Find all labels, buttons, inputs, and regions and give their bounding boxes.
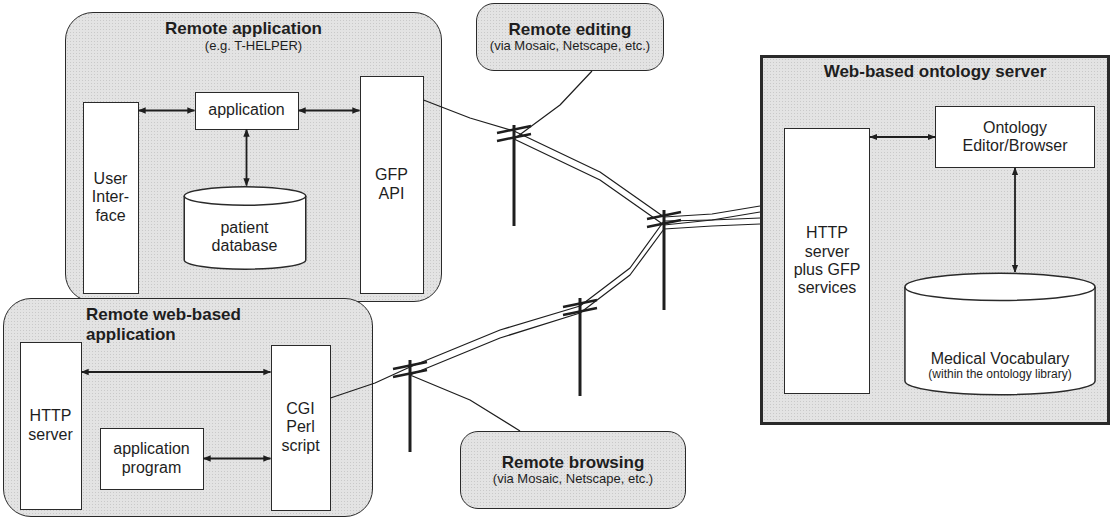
data-arrow — [82, 371, 271, 373]
group-heading: Remote editing — [509, 20, 632, 40]
telephone-pole — [393, 360, 427, 452]
group-heading: Web-based ontology server — [824, 62, 1047, 82]
group-heading: Remote application — [165, 19, 322, 39]
server-group: Web-based ontology serverHTTP server plu… — [760, 55, 1110, 425]
data-arrow — [139, 110, 195, 112]
box-label: HTTP server plus GFP services — [789, 224, 865, 298]
network-wire — [514, 71, 760, 225]
interface-box: User Inter- face — [83, 102, 139, 294]
box-label: CGI Perl script — [276, 400, 326, 455]
box-label: Ontology Editor/Browser — [940, 119, 1090, 156]
subtitle: (e.g. T-HELPER) — [205, 39, 302, 54]
data-arrow — [246, 130, 248, 186]
box-label: Medical Vocabulary — [931, 350, 1070, 368]
api-box: GFP API — [360, 76, 424, 294]
box-label: GFP API — [365, 166, 419, 203]
process-box: application — [195, 92, 299, 130]
box-label: application — [208, 101, 285, 119]
data-arrow — [870, 136, 935, 138]
box-label: application program — [105, 440, 199, 477]
box-label: patient database — [189, 219, 301, 256]
client-cloud: Remote editing(via Mosaic, Netscape, etc… — [476, 3, 664, 71]
data-arrow — [1014, 168, 1016, 272]
subtitle: (via Mosaic, Netscape, etc.) — [493, 472, 653, 487]
telephone-poles — [393, 125, 681, 452]
telephone-pole — [497, 125, 531, 226]
network-wire — [410, 224, 760, 431]
database-cylinder: Medical Vocabulary(within the ontology l… — [903, 272, 1097, 396]
box-label: HTTP server — [25, 407, 77, 444]
subtitle: (within the ontology library) — [928, 368, 1071, 382]
telephone-pole — [647, 210, 681, 310]
box-label: User Inter- face — [88, 170, 134, 225]
application-group: Remote application(e.g. T-HELPER) User In… — [65, 12, 442, 302]
group-heading: Remote browsing — [502, 453, 645, 473]
database-cylinder: patient database — [183, 186, 307, 270]
editor-box: Ontology Editor/Browser — [935, 106, 1095, 168]
script-box: CGI Perl script — [271, 345, 331, 511]
data-arrow — [299, 110, 360, 112]
network-wire — [424, 100, 761, 217]
client-cloud: Remote browsing(via Mosaic, Netscape, et… — [460, 431, 686, 509]
telephone-pole — [563, 298, 597, 396]
server-box: HTTP server plus GFP services — [784, 128, 870, 394]
subtitle: (via Mosaic, Netscape, etc.) — [490, 39, 650, 54]
group-heading: Remote web-based application — [86, 305, 271, 344]
server-box: HTTP server — [20, 342, 82, 510]
network-wire — [331, 218, 761, 398]
process-box: application program — [100, 428, 204, 490]
data-arrow — [204, 458, 271, 460]
application-group: Remote web-based applicationHTTP server a… — [3, 298, 373, 517]
